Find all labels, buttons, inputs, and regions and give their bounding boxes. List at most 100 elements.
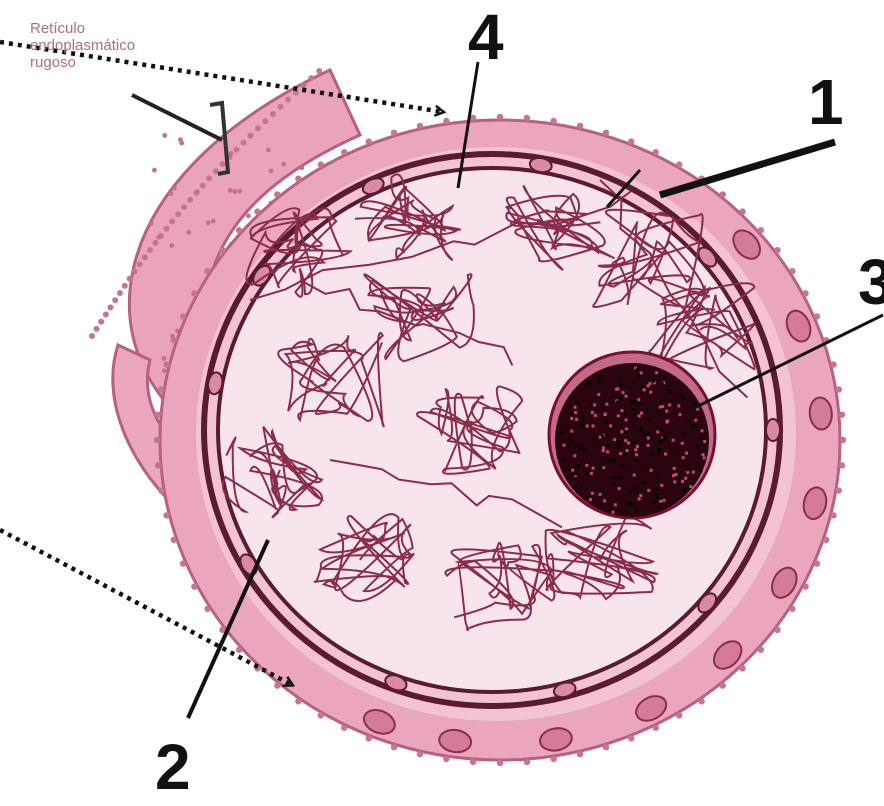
ribosome-dot bbox=[774, 247, 780, 253]
speckle-dot bbox=[592, 424, 595, 427]
speckle-dot bbox=[601, 434, 604, 437]
speckle-dot bbox=[652, 488, 655, 491]
ribosome-dot bbox=[814, 313, 820, 319]
ribosome-dot bbox=[839, 411, 845, 417]
ribosome-dot bbox=[823, 537, 829, 543]
speckle-dot bbox=[647, 489, 650, 492]
speckle-dot bbox=[620, 409, 623, 412]
ribosome-dot bbox=[285, 97, 291, 103]
speckle-dot bbox=[606, 434, 609, 437]
speckle-dot bbox=[582, 416, 585, 419]
ribosome-dot bbox=[241, 140, 247, 146]
ribosome-dot bbox=[255, 125, 261, 131]
ribosome-dot bbox=[830, 361, 836, 367]
ribosome-dot bbox=[163, 361, 169, 367]
speckle-dot bbox=[613, 459, 616, 462]
ribosome-dot bbox=[171, 537, 177, 543]
ribosome-dot bbox=[603, 130, 609, 136]
label-2: 2 bbox=[155, 735, 191, 799]
ribosome-dot bbox=[237, 189, 242, 194]
ribosome-dot bbox=[158, 487, 164, 493]
ribosome-dot bbox=[316, 68, 322, 74]
speckle-dot bbox=[640, 412, 643, 415]
ribosome-dot bbox=[281, 162, 286, 167]
speckle-dot bbox=[682, 431, 685, 434]
ribosome-dot bbox=[318, 161, 324, 167]
ribosome-dot bbox=[236, 647, 242, 653]
ribosome-dot bbox=[162, 356, 167, 361]
speckle-dot bbox=[592, 438, 595, 441]
ribosome-dot bbox=[98, 319, 104, 325]
ribosome-dot bbox=[169, 218, 175, 224]
speckle-dot bbox=[634, 486, 637, 489]
speckle-dot bbox=[570, 413, 573, 416]
speckle-dot bbox=[653, 502, 656, 505]
ribosome-dot bbox=[274, 191, 280, 197]
speckle-dot bbox=[627, 441, 630, 444]
ribosome-dot bbox=[443, 118, 449, 124]
ribosome-dot bbox=[175, 211, 181, 217]
ribosome-dot bbox=[318, 712, 324, 718]
speckle-dot bbox=[647, 437, 650, 440]
ribosome-dot bbox=[524, 759, 530, 765]
speckle-dot bbox=[624, 439, 627, 442]
speckle-dot bbox=[681, 480, 684, 483]
ribosome-dot bbox=[233, 147, 239, 153]
leader-1-line bbox=[660, 142, 835, 195]
ribosome-dot bbox=[172, 186, 177, 191]
speckle-dot bbox=[639, 429, 642, 432]
speckle-dot bbox=[656, 487, 659, 490]
speckle-dot bbox=[609, 460, 612, 463]
ribosome-dot bbox=[836, 386, 842, 392]
ribosome-dot bbox=[470, 759, 476, 765]
speckle-dot bbox=[629, 490, 632, 493]
speckle-dot bbox=[563, 444, 566, 447]
ribosome-dot bbox=[836, 487, 842, 493]
speckle-dot bbox=[655, 371, 658, 374]
ribosome-dot bbox=[191, 290, 197, 296]
ribosome-dot bbox=[204, 268, 210, 274]
ribosome-dot bbox=[137, 261, 143, 267]
speckle-dot bbox=[668, 390, 671, 393]
ribosome-dot bbox=[758, 647, 764, 653]
speckle-dot bbox=[591, 411, 594, 414]
speckle-dot bbox=[616, 387, 619, 390]
ribosome-dot bbox=[236, 227, 242, 233]
speckle-dot bbox=[679, 394, 682, 397]
ribosome-dot bbox=[739, 208, 745, 214]
speckle-dot bbox=[620, 430, 623, 433]
speckle-dot bbox=[634, 441, 637, 444]
speckle-dot bbox=[632, 413, 635, 416]
ribosome-dot bbox=[266, 148, 271, 153]
speckle-dot bbox=[663, 377, 666, 380]
speckle-dot bbox=[585, 473, 588, 476]
speckle-dot bbox=[686, 471, 689, 474]
ribosome-dot bbox=[830, 512, 836, 518]
ribosome-dot bbox=[162, 133, 167, 138]
ribosome-dot bbox=[443, 756, 449, 762]
speckle-dot bbox=[701, 453, 704, 456]
ribosome-dot bbox=[247, 134, 252, 139]
speckle-dot bbox=[625, 428, 628, 431]
ribosome-dot bbox=[132, 269, 138, 275]
speckle-dot bbox=[597, 393, 600, 396]
ribosome-dot bbox=[789, 268, 795, 274]
speckle-dot bbox=[615, 475, 618, 478]
speckle-dot bbox=[663, 436, 666, 439]
ribosome-dot bbox=[171, 337, 177, 343]
ribosome-dot bbox=[262, 118, 268, 124]
ribosome-dot bbox=[653, 725, 659, 731]
speckle-dot bbox=[577, 402, 580, 405]
ribosome-dot bbox=[802, 290, 808, 296]
ribosome-dot bbox=[628, 735, 634, 741]
speckle-dot bbox=[639, 427, 642, 430]
speckle-dot bbox=[600, 487, 603, 490]
speckle-dot bbox=[599, 381, 602, 384]
speckle-dot bbox=[583, 448, 586, 451]
speckle-dot bbox=[570, 430, 573, 433]
speckle-dot bbox=[626, 449, 629, 452]
speckle-dot bbox=[574, 472, 577, 475]
speckle-dot bbox=[657, 451, 660, 454]
speckle-dot bbox=[602, 446, 605, 449]
speckle-dot bbox=[647, 432, 650, 435]
